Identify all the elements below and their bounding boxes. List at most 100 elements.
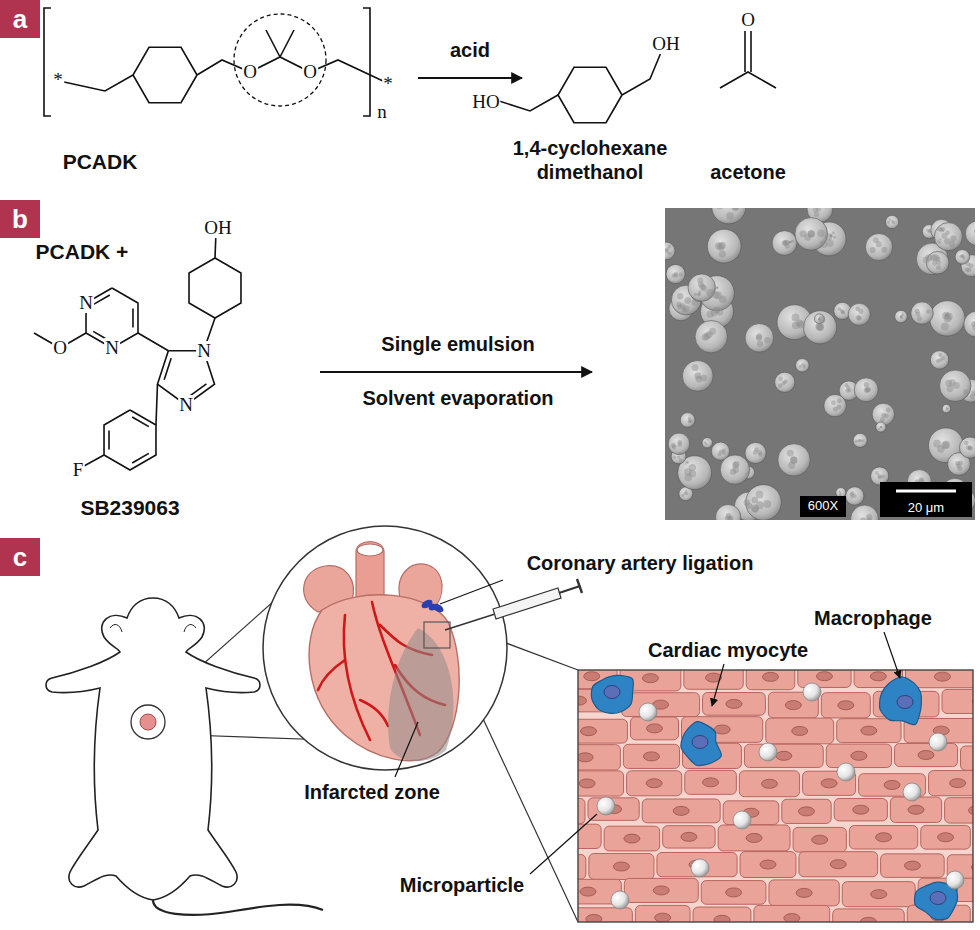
microsphere [917, 316, 922, 321]
cardiac-myocyte [579, 779, 595, 788]
microsphere [823, 208, 829, 209]
microsphere [880, 426, 882, 428]
microsphere [666, 264, 685, 283]
microsphere [682, 360, 713, 391]
atom-label: O [302, 62, 318, 82]
microsphere [714, 288, 716, 290]
polymer-end: * [382, 74, 394, 94]
microsphere [939, 241, 941, 243]
microsphere [796, 359, 810, 373]
macrophage [681, 722, 721, 766]
chemical-structure [34, 30, 776, 470]
cardiac-myocyte [684, 670, 743, 689]
microsphere [839, 492, 841, 494]
cardiac-myocyte [578, 670, 973, 922]
cardiac-myocyte [929, 771, 973, 796]
mouse-heart [140, 714, 156, 730]
microsphere [930, 351, 948, 369]
microsphere [857, 316, 862, 321]
cardiac-myocyte [714, 915, 730, 922]
atom-label: O [740, 10, 756, 30]
microsphere [752, 497, 758, 503]
cardiac-myocyte [837, 719, 901, 743]
cardiac-myocyte [830, 860, 846, 869]
microsphere [694, 293, 697, 296]
microsphere [839, 494, 841, 496]
microsphere [966, 445, 971, 450]
cardiac-myocyte [821, 779, 837, 788]
cardiac-myocyte [623, 744, 679, 768]
microsphere [720, 455, 749, 484]
microsphere [728, 515, 734, 520]
microsphere [704, 333, 711, 340]
reaction-arrow [418, 77, 522, 79]
microsphere [933, 440, 941, 448]
cardiac-myocyte [784, 914, 800, 922]
microsphere [712, 291, 720, 299]
mouse-outline [110, 625, 196, 632]
cardiac-myocyte [578, 696, 587, 705]
microsphere [702, 438, 712, 448]
cardiac-myocyte [718, 825, 790, 851]
cardiac-myocyte [812, 835, 828, 844]
cardiac-myocyte [635, 905, 690, 922]
cardiac-myocyte [739, 771, 799, 797]
inset-border [578, 670, 973, 922]
magnification-box [800, 496, 846, 517]
microsphere [763, 500, 771, 508]
microsphere [853, 433, 867, 447]
microsphere [772, 231, 797, 256]
microsphere [783, 379, 787, 383]
microsphere [668, 433, 690, 455]
cardiac-myocyte [934, 672, 950, 681]
microparticle [597, 683, 964, 909]
microsphere [876, 422, 886, 432]
cardiac-myocyte [653, 886, 669, 895]
cardiac-myocyte [726, 888, 742, 897]
double-bond [750, 31, 752, 72]
cardiac-myocyte [642, 799, 720, 823]
panel-letter: c [0, 538, 40, 576]
microsphere [939, 228, 944, 233]
syringe [493, 588, 561, 619]
sem-micrograph [656, 190, 980, 533]
microsphere [878, 428, 880, 430]
microsphere [900, 315, 903, 318]
microsphere [727, 516, 733, 520]
microsphere [791, 240, 793, 242]
callout-label: Macrophage [814, 606, 932, 630]
double-bond [108, 430, 110, 449]
microsphere [885, 215, 898, 228]
cardiac-myocyte [627, 771, 682, 796]
microsphere [756, 333, 762, 339]
cardiac-myocyte [834, 799, 887, 821]
microsphere [866, 387, 871, 392]
microsphere [964, 311, 975, 337]
microparticle [946, 871, 964, 889]
reaction-arrow [320, 371, 592, 373]
leader-line [440, 580, 503, 604]
microsphere [808, 230, 815, 237]
microsphere [677, 442, 682, 447]
microsphere [726, 212, 734, 220]
macrophage [591, 675, 633, 713]
microsphere [824, 394, 846, 416]
microparticle [691, 859, 709, 877]
magnified-heart [263, 526, 507, 770]
atom-label: F [72, 460, 85, 480]
atom-label: N [78, 293, 94, 313]
microsphere [851, 491, 855, 495]
cardiac-myocyte [586, 914, 602, 922]
microsphere [716, 208, 724, 209]
microsphere [963, 389, 968, 394]
microsphere [791, 241, 793, 243]
microsphere [679, 459, 682, 462]
microsphere [939, 239, 941, 241]
microsphere [884, 413, 889, 418]
coronary-vessel [318, 660, 345, 690]
microsphere [880, 417, 885, 422]
cardiac-myocyte [853, 805, 869, 814]
microsphere [748, 471, 751, 474]
microsphere [847, 388, 851, 392]
microsphere [814, 211, 820, 217]
